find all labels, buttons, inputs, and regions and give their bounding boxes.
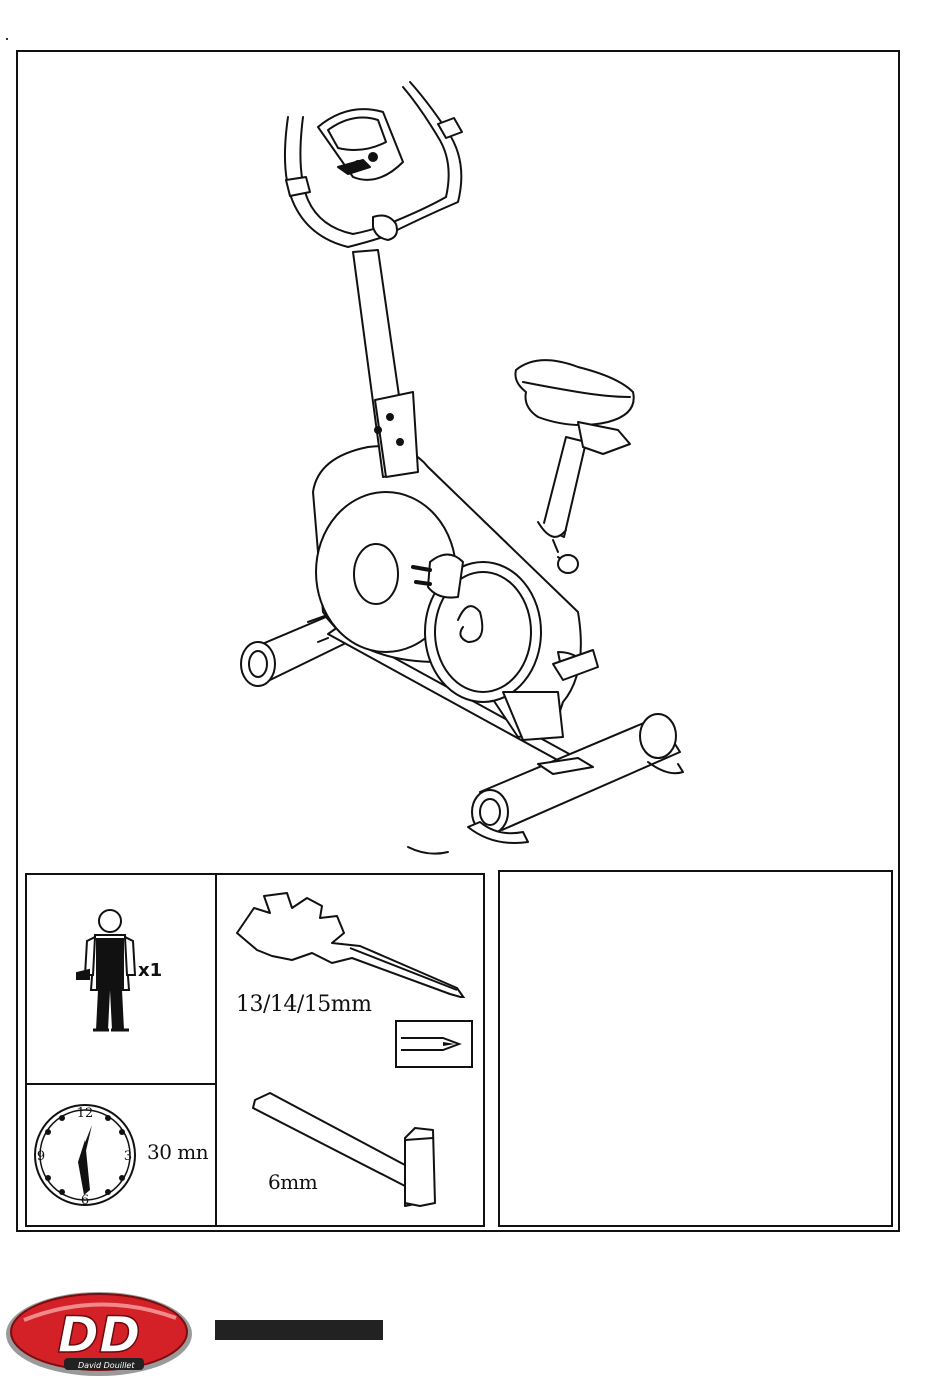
logo-caption: David Douillet xyxy=(78,1361,135,1370)
notes-panel xyxy=(498,870,893,1227)
clock-number-3: 3 xyxy=(124,1149,132,1164)
clock-icon: 12 3 6 9 xyxy=(30,1100,140,1210)
persons-count: x1 xyxy=(138,960,162,981)
clock-number-9: 9 xyxy=(37,1149,45,1164)
seat-post xyxy=(538,437,586,573)
exercise-bike-illustration xyxy=(18,52,898,867)
logo-text: DD xyxy=(57,1306,140,1364)
clock-number-6: 6 xyxy=(81,1193,89,1208)
redacted-bar xyxy=(215,1320,383,1340)
scan-speck xyxy=(6,38,8,40)
clock-number-12: 12 xyxy=(77,1106,94,1121)
wrench-size-label: 13/14/15mm xyxy=(236,992,372,1017)
hex-key-size-label: 6mm xyxy=(268,1170,317,1194)
person-icon xyxy=(75,905,145,1035)
screwdriver-icon xyxy=(395,1020,473,1068)
front-stabilizer xyxy=(468,714,683,843)
handlebar-post xyxy=(353,250,418,477)
console xyxy=(318,109,403,180)
wrench-icon xyxy=(232,888,472,998)
assembly-time: 30 mn xyxy=(147,1140,208,1164)
